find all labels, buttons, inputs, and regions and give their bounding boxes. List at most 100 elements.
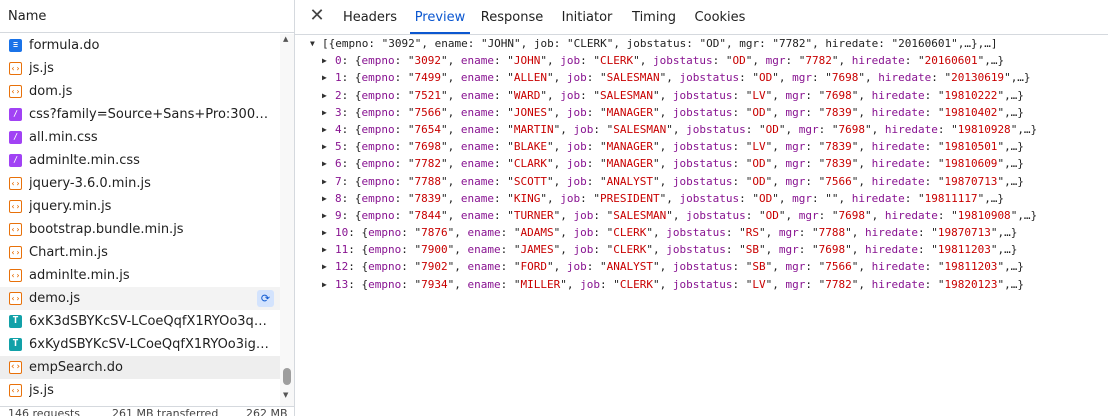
property-key: empno — [361, 122, 395, 136]
json-record-line[interactable]: ▶8: {empno: "7839", ename: "KING", job: … — [295, 190, 1108, 207]
scroll-up-arrow-icon[interactable]: ▲ — [283, 35, 289, 43]
property-key: empno — [361, 105, 395, 119]
json-record-line[interactable]: ▶6: {empno: "7782", ename: "CLARK", job:… — [295, 155, 1108, 172]
record-index: 5 — [335, 140, 342, 154]
collapsed-triangle-icon[interactable]: ▶ — [322, 73, 327, 83]
json-record-line[interactable]: ▶11: {empno: "7900", ename: "JAMES", job… — [295, 241, 1108, 258]
property-value-hiredate: 19870713 — [944, 174, 998, 188]
request-list-scrollbar[interactable]: ▲ ▼ — [280, 34, 294, 406]
request-row[interactable]: ∕adminlte.min.css — [0, 149, 280, 172]
collapsed-triangle-icon[interactable]: ▶ — [322, 142, 327, 152]
property-key: jobstatus — [666, 243, 726, 257]
property-value-job: CLERK — [619, 277, 653, 291]
property-value-hiredate: 19810501 — [944, 140, 998, 154]
collapsed-triangle-icon[interactable]: ▶ — [322, 279, 327, 289]
collapsed-triangle-icon[interactable]: ▶ — [322, 56, 327, 66]
request-row[interactable]: ∕all.min.css — [0, 126, 280, 149]
request-row[interactable]: ‹›Chart.min.js — [0, 241, 280, 264]
property-key: job — [566, 140, 587, 154]
collapsed-triangle-icon[interactable]: ▶ — [322, 193, 327, 203]
request-row[interactable]: ‹›dom.js — [0, 80, 280, 103]
property-key: job — [566, 105, 587, 119]
property-key: ename — [467, 226, 501, 240]
close-icon[interactable]: ✕ — [309, 5, 325, 26]
json-record-line[interactable]: ▶10: {empno: "7876", ename: "ADAMS", job… — [295, 224, 1108, 241]
property-key: jobstatus — [672, 140, 733, 154]
property-key: empno — [361, 157, 395, 171]
property-value-hiredate: 19811117 — [924, 191, 978, 205]
property-key: empno — [361, 88, 395, 102]
json-record-line[interactable]: ▶12: {empno: "7902", ename: "FORD", job:… — [295, 258, 1108, 275]
request-row[interactable]: ‹›js.js — [0, 379, 280, 402]
property-key: hiredate — [871, 140, 925, 154]
collapsed-triangle-icon[interactable]: ▶ — [322, 90, 327, 100]
name-column-header[interactable]: Name — [0, 0, 294, 33]
request-row[interactable]: ‹›js.js — [0, 57, 280, 80]
record-index: 0 — [335, 54, 342, 68]
property-value-mgr: 7782 — [805, 54, 832, 68]
json-record-line[interactable]: ▶13: {empno: "7934", ename: "MILLER", jo… — [295, 276, 1108, 293]
stylesheet-icon: ∕ — [9, 108, 22, 121]
json-record-line[interactable]: ▶3: {empno: "7566", ename: "JONES", job:… — [295, 104, 1108, 121]
property-value-empno: 7839 — [414, 191, 442, 205]
request-rows: ≡formula.do‹›js.js‹›dom.js∕css?family=So… — [0, 34, 280, 402]
collapsed-triangle-icon[interactable]: ▶ — [322, 159, 327, 169]
property-key: mgr — [785, 174, 806, 188]
collapsed-triangle-icon[interactable]: ▶ — [322, 176, 327, 186]
expanded-triangle-icon[interactable]: ▼ — [310, 39, 315, 48]
collapsed-triangle-icon[interactable]: ▶ — [322, 107, 327, 117]
tab-preview[interactable]: Preview — [410, 0, 470, 34]
request-row[interactable]: ‹›bootstrap.bundle.min.js — [0, 218, 280, 241]
reveal-in-sources-icon[interactable]: ⟳ — [257, 290, 274, 307]
json-record-line[interactable]: ▶ 2: {empno: "7521", ename: "WARD", job: … — [295, 87, 1108, 104]
document-icon: ≡ — [9, 39, 22, 52]
property-key: job — [580, 277, 600, 291]
request-row[interactable]: ‹›demo.js⟳ — [0, 287, 280, 310]
tab-timing[interactable]: Timing — [632, 10, 676, 25]
json-record-line[interactable]: ▶7: {empno: "7788", ename: "SCOTT", job:… — [295, 173, 1108, 190]
tab-response[interactable]: Response — [480, 10, 544, 25]
json-record-line[interactable]: ▶4: {empno: "7654", ename: "MARTIN", job… — [295, 121, 1108, 138]
transferred-size: 261 MB transferred — [112, 407, 219, 416]
property-key: hiredate — [884, 208, 938, 222]
property-value-hiredate: 19811203 — [944, 260, 998, 274]
request-row[interactable]: ≡formula.do — [0, 34, 280, 57]
details-tab-bar: ✕ Headers Preview Response Initiator Tim… — [295, 0, 1108, 35]
json-record-line[interactable]: ▶9: {empno: "7844", ename: "TURNER", job… — [295, 207, 1108, 224]
scroll-down-arrow-icon[interactable]: ▼ — [283, 391, 289, 399]
collapsed-triangle-icon[interactable]: ▶ — [322, 245, 327, 255]
property-key: job — [573, 243, 594, 257]
property-key: hiredate — [864, 243, 918, 257]
property-value-mgr: 7698 — [838, 208, 865, 222]
property-key: hiredate — [871, 105, 925, 119]
json-root-line[interactable]: ▼ [{empno: "3092", ename: "JOHN", job: "… — [295, 35, 1108, 52]
request-row[interactable]: ‹›empSearch.do — [0, 356, 280, 379]
tab-cookies[interactable]: Cookies — [694, 10, 746, 25]
json-record-line[interactable]: ▶5: {empno: "7698", ename: "BLAKE", job:… — [295, 138, 1108, 155]
collapsed-triangle-icon[interactable]: ▶ — [322, 262, 327, 272]
property-key: empno — [361, 191, 395, 205]
json-record: 2: {empno: "7521", ename: "WARD", job: "… — [335, 88, 1024, 102]
script-icon: ‹› — [9, 246, 22, 259]
collapsed-triangle-icon[interactable]: ▶ — [322, 124, 327, 134]
property-value-jobstatus: OD — [752, 157, 766, 171]
property-value-empno: 7788 — [414, 174, 442, 188]
scroll-thumb[interactable] — [283, 368, 291, 385]
collapsed-triangle-icon[interactable]: ▶ — [322, 210, 327, 220]
request-row[interactable]: ∕css?family=Source+Sans+Pro:300,400,4... — [0, 103, 280, 126]
resources-size: 262 MB — [246, 407, 288, 416]
request-row[interactable]: ‹›jquery.min.js — [0, 195, 280, 218]
json-record-line[interactable]: ▶1: {empno: "7499", ename: "ALLEN", job:… — [295, 69, 1108, 86]
property-value-ename: MILLER — [520, 277, 561, 291]
collapsed-triangle-icon[interactable]: ▶ — [322, 228, 327, 238]
tab-headers[interactable]: Headers — [342, 10, 398, 25]
json-record-line[interactable]: ▶0: {empno: "3092", ename: "JOHN", job: … — [295, 52, 1108, 69]
property-value-empno: 7521 — [414, 88, 442, 102]
property-key: mgr — [785, 260, 806, 274]
tab-initiator[interactable]: Initiator — [561, 10, 613, 25]
request-row[interactable]: ‹›jquery-3.6.0.min.js — [0, 172, 280, 195]
request-row[interactable]: ‹›adminlte.min.js — [0, 264, 280, 287]
property-key: job — [573, 208, 594, 222]
